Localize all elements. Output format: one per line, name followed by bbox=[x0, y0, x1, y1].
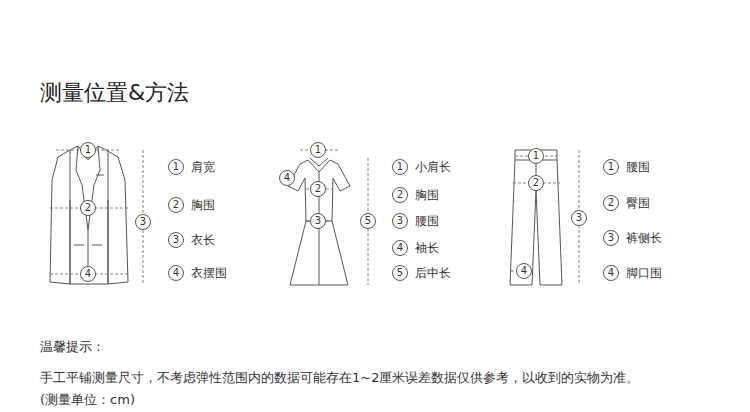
measure-name: 腰围 bbox=[415, 214, 439, 228]
callout-number: 1 bbox=[608, 161, 614, 173]
callout-ring bbox=[529, 149, 544, 164]
callout-ring bbox=[311, 214, 326, 229]
note-heading: 温馨提示： bbox=[40, 339, 105, 355]
callout-ring bbox=[81, 267, 96, 282]
callout-ring bbox=[81, 143, 96, 158]
callout-number: 3 bbox=[140, 216, 146, 228]
measure-name: 臀围 bbox=[626, 196, 650, 210]
callout-number: 4 bbox=[521, 265, 527, 277]
callout-ring bbox=[604, 231, 619, 246]
callout-ring bbox=[604, 196, 619, 211]
callout-number: 1 bbox=[397, 161, 403, 173]
measure-name: 袖长 bbox=[415, 241, 439, 255]
callout-ring bbox=[169, 233, 184, 248]
callout-ring bbox=[169, 160, 184, 175]
measure-name: 小肩长 bbox=[415, 160, 451, 174]
callout-ring bbox=[311, 143, 326, 158]
callout-ring bbox=[169, 266, 184, 281]
note-text: (测量单位：cm) bbox=[40, 392, 135, 408]
callout-number: 2 bbox=[85, 202, 91, 214]
measure-name: 衣长 bbox=[191, 233, 215, 247]
callout-number: 2 bbox=[315, 183, 321, 195]
callout-number: 5 bbox=[397, 267, 403, 279]
callout-ring bbox=[604, 266, 619, 281]
callout-ring bbox=[604, 160, 619, 175]
measure-name: 腰围 bbox=[626, 160, 650, 174]
callout-ring bbox=[136, 215, 151, 230]
callout-ring bbox=[393, 188, 408, 203]
callout-number: 4 bbox=[173, 267, 179, 279]
measure-name: 脚口围 bbox=[626, 266, 662, 280]
callout-ring bbox=[311, 182, 326, 197]
callout-number: 4 bbox=[397, 242, 403, 254]
callout-ring bbox=[361, 214, 376, 229]
callout-number: 5 bbox=[365, 215, 371, 227]
callout-ring bbox=[529, 176, 544, 191]
callout-number: 4 bbox=[284, 172, 290, 184]
page-title: 测量位置&方法 bbox=[40, 80, 189, 106]
callout-number: 2 bbox=[608, 197, 614, 209]
callout-number: 2 bbox=[533, 177, 539, 189]
callout-number: 2 bbox=[173, 199, 179, 211]
callout-number: 1 bbox=[533, 150, 539, 162]
callout-number: 3 bbox=[315, 215, 321, 227]
callout-ring bbox=[517, 264, 532, 279]
callout-ring bbox=[572, 211, 587, 226]
measure-name: 胸围 bbox=[191, 198, 215, 212]
measure-name: 衣摆围 bbox=[191, 266, 227, 280]
callout-ring bbox=[393, 241, 408, 256]
callout-number: 1 bbox=[315, 144, 321, 156]
callout-ring bbox=[280, 171, 295, 186]
callout-ring bbox=[81, 201, 96, 216]
callout-ring bbox=[169, 198, 184, 213]
callout-ring bbox=[393, 266, 408, 281]
callout-number: 3 bbox=[608, 232, 614, 244]
measure-name: 胸围 bbox=[415, 188, 439, 202]
callout-number: 4 bbox=[85, 268, 91, 280]
callout-number: 1 bbox=[85, 144, 91, 156]
callout-ring bbox=[393, 160, 408, 175]
note-text: 手工平铺测量尺寸，不考虑弹性范围内的数据可能存在1~2厘米误差数据仅供参考，以收… bbox=[40, 370, 639, 386]
measure-name: 裤侧长 bbox=[626, 231, 662, 245]
callout-number: 3 bbox=[576, 212, 582, 224]
callout-number: 2 bbox=[397, 189, 403, 201]
measure-name: 后中长 bbox=[415, 266, 451, 280]
callout-number: 1 bbox=[173, 161, 179, 173]
callout-number: 3 bbox=[397, 215, 403, 227]
callout-ring bbox=[393, 214, 408, 229]
callout-number: 4 bbox=[608, 267, 614, 279]
callout-number: 3 bbox=[173, 234, 179, 246]
measure-name: 肩宽 bbox=[191, 160, 215, 174]
